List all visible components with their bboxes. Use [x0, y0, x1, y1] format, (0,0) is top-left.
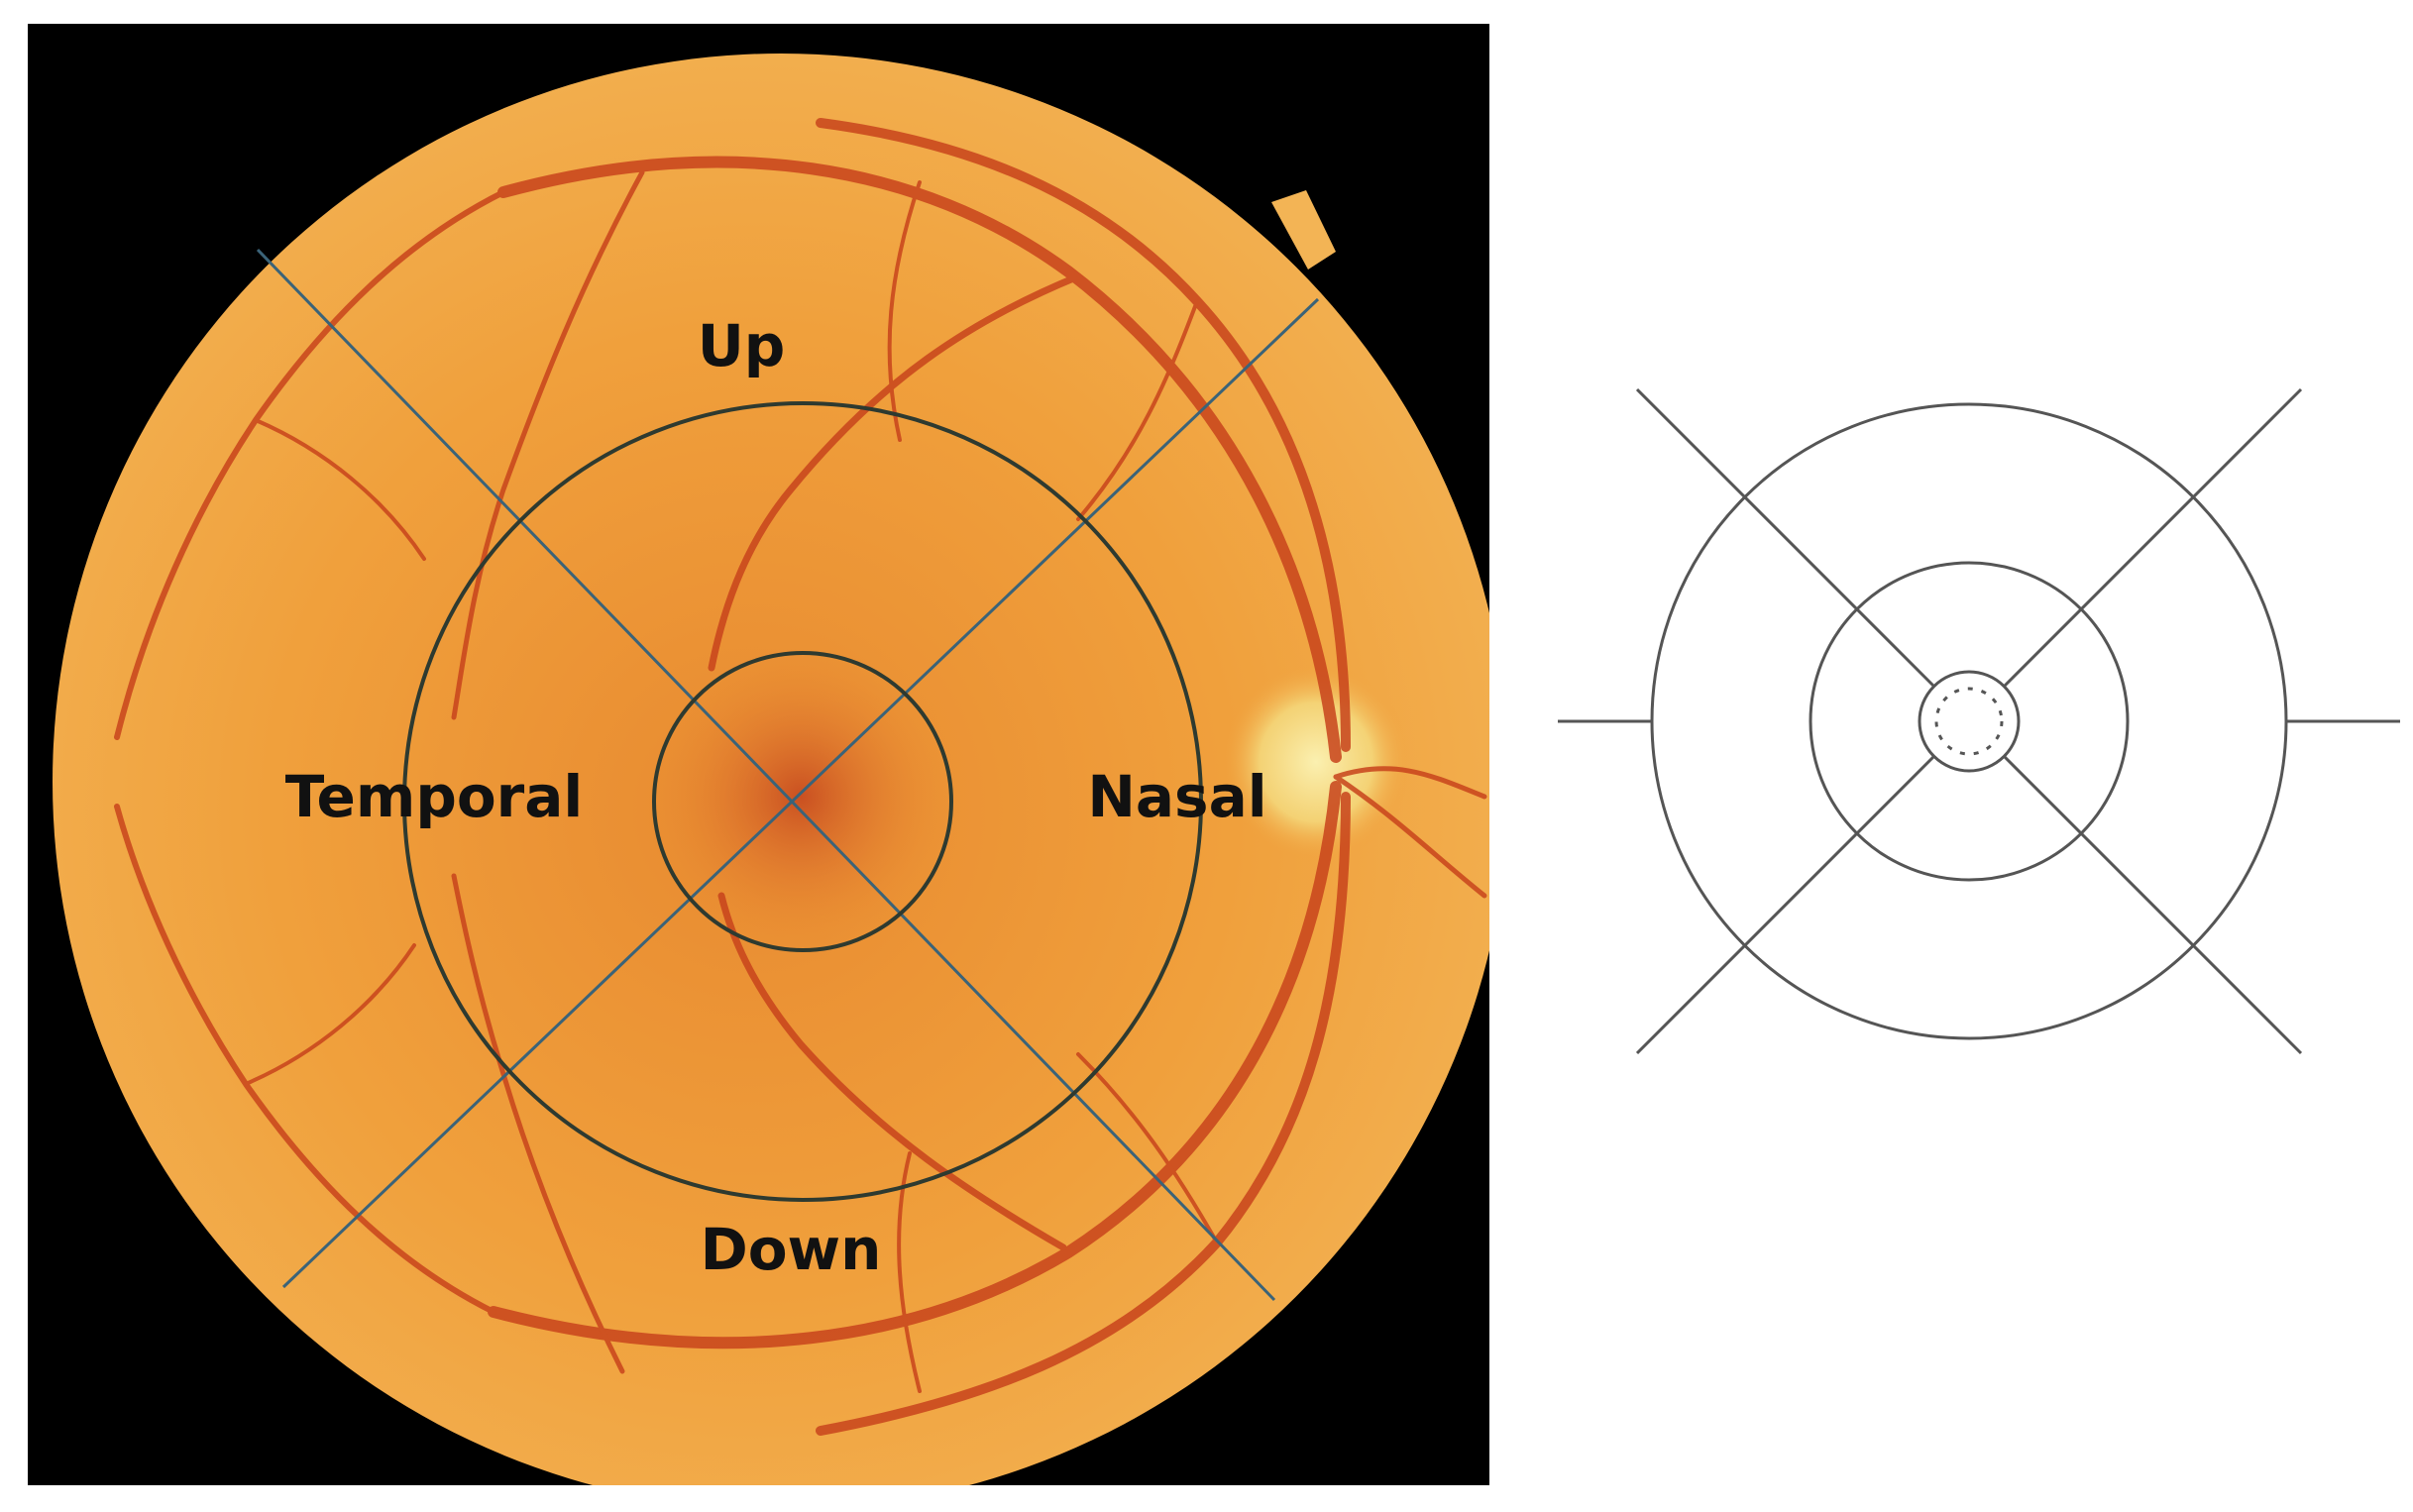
overlay-outer-ring	[402, 401, 1203, 1202]
label-down: Down	[701, 1216, 882, 1283]
schema-diagonal-se	[2002, 754, 2303, 1055]
schema-diagonal-ne	[2002, 387, 2303, 689]
overlay-diagonal-2	[281, 297, 1320, 1289]
fundus-photo-panel: Up Down Temporal Nasal	[28, 24, 1489, 1485]
label-up: Up	[698, 312, 786, 379]
optic-disc	[1222, 663, 1410, 861]
retinal-vessels	[114, 118, 1487, 1436]
fundus-photo: Up Down Temporal Nasal	[53, 54, 1489, 1485]
schema-center-dotted-ring	[1934, 687, 2004, 756]
schema-diagonal-nw	[1635, 387, 1936, 689]
label-nasal: Nasal	[1087, 763, 1266, 830]
schema-diagonal-sw	[1635, 754, 1936, 1055]
grid-schematic	[1558, 387, 2400, 1055]
fundus-notch	[1271, 190, 1336, 270]
schema-inner-ring	[1918, 670, 2021, 773]
overlay-grid	[256, 248, 1320, 1302]
schema-middle-ring	[1809, 561, 2130, 882]
label-temporal: Temporal	[285, 763, 584, 830]
overlay-diagonal-1	[256, 248, 1276, 1302]
overlay-inner-ring	[652, 651, 953, 952]
